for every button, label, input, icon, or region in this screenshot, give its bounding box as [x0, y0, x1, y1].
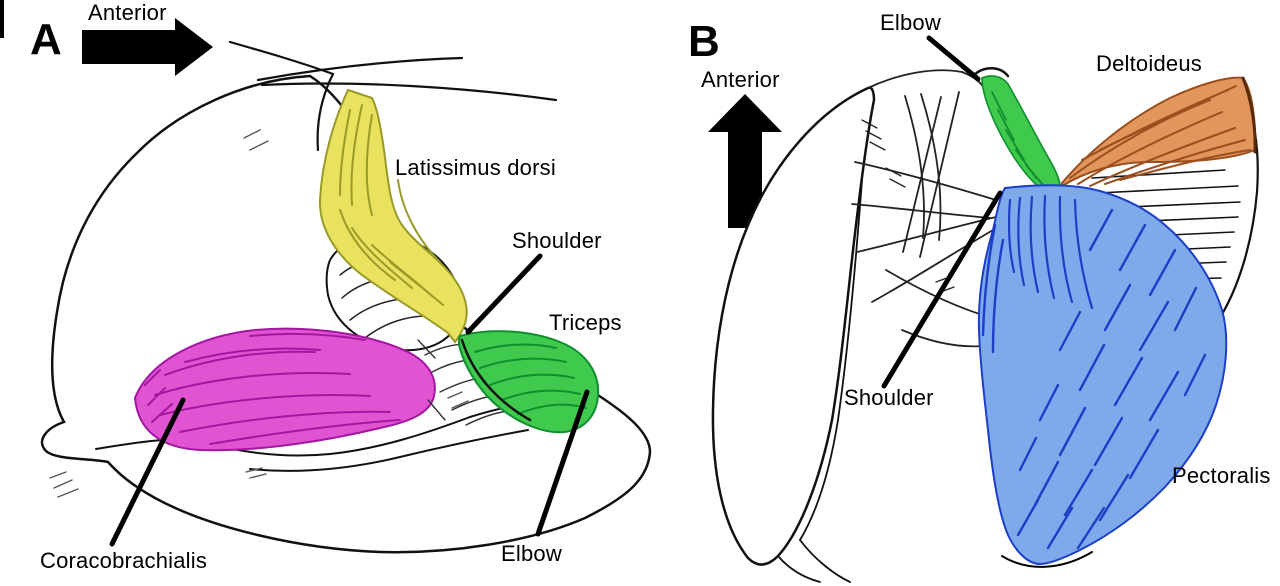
elbow-leader-b [926, 35, 981, 82]
shoulder-leader-a [465, 253, 543, 335]
triceps-muscle [457, 330, 600, 434]
elbow-cap-line [973, 67, 1010, 78]
scapular-tangle-b [851, 69, 1001, 348]
triceps-label: Triceps [549, 310, 622, 335]
shoulder-label-a: Shoulder [512, 228, 602, 253]
coracobrachialis-leader-a [109, 397, 186, 547]
elbow-label-b: Elbow [880, 10, 941, 35]
coracobrachialis-label: Coracobrachialis [40, 548, 208, 573]
deltoideus-muscle [1061, 76, 1257, 188]
coracobrachialis-muscle [133, 327, 436, 452]
elbow-green-muscle [981, 75, 1061, 191]
latissimus-dorsi-label: Latissimus dorsi [395, 155, 556, 180]
shoulder-label-b: Shoulder [844, 385, 934, 410]
anterior-arrow-up [708, 94, 782, 228]
panel-a-letter: A [30, 15, 62, 64]
panel-a-art [0, 0, 652, 554]
wing-inner-line [799, 179, 863, 541]
anterior-arrow-right [82, 18, 213, 76]
wing-tail-lines [777, 539, 851, 583]
pectoralis-label: Pectoralis [1172, 463, 1271, 488]
shoulder-leader-b [881, 190, 1003, 389]
panel-b-art [708, 35, 1259, 583]
anterior-label-a: Anterior [88, 0, 167, 25]
pectoralis-bottom-contour [1001, 551, 1093, 568]
figure-edge-artifact [0, 0, 4, 38]
texture-marks-a [49, 129, 469, 498]
elbow-label-a: Elbow [501, 541, 562, 566]
panel-b-letter: B [688, 17, 720, 66]
elbow-leader-a [535, 389, 590, 537]
triceps-edge-line [460, 338, 532, 422]
anterior-label-b: Anterior [701, 67, 780, 92]
latissimus-dorsi-muscle [318, 88, 468, 344]
deltoideus-label: Deltoideus [1096, 51, 1202, 76]
leader-lines-a [109, 253, 590, 547]
feather-lines [228, 40, 558, 152]
pectoralis-muscle [977, 184, 1228, 566]
leader-lines-b [881, 35, 1003, 389]
deltoideus-edge-line [1241, 76, 1257, 154]
